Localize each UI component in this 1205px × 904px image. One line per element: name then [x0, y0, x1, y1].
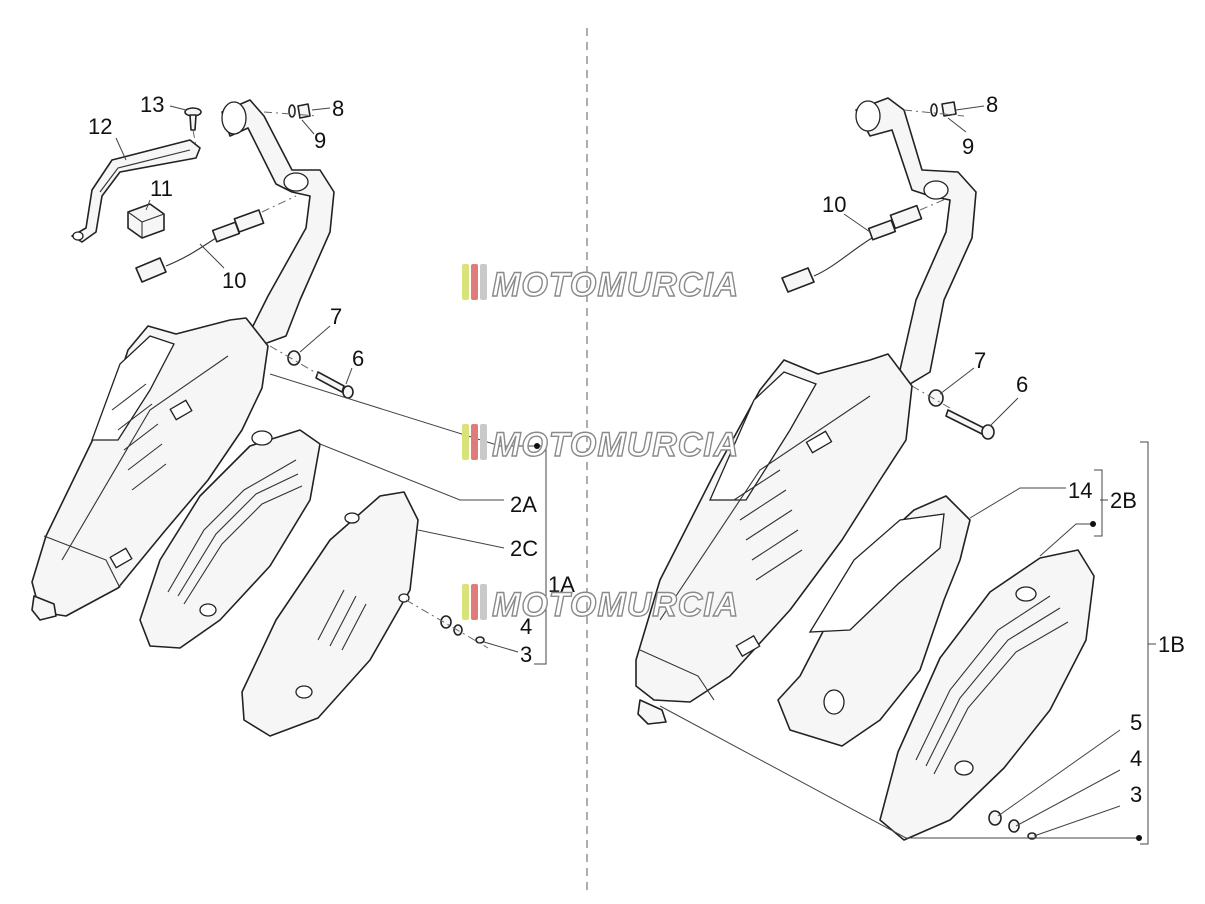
gasket-part-14 — [777, 495, 971, 747]
label-7: 7 — [330, 304, 342, 329]
watermark-1: MOTOMURCIA — [462, 264, 739, 305]
label-11: 11 — [150, 176, 173, 201]
left-part-labels: 13 12 8 9 11 10 7 6 2A 2C 1A 4 3 — [88, 92, 575, 667]
label-2A: 2A — [510, 492, 537, 517]
label-13: 13 — [140, 92, 164, 117]
rubber-block-part-11 — [127, 203, 165, 239]
bullet-2A — [534, 443, 540, 449]
manifold-pipe-right — [855, 97, 977, 385]
watermark-text: MOTOMURCIA — [492, 586, 739, 624]
bracket-part-12 — [71, 139, 201, 243]
heat-shield-right — [879, 549, 1095, 841]
bullet-1B — [1136, 835, 1142, 841]
label-9: 9 — [314, 128, 326, 153]
left-exhaust-group: 13 12 8 9 11 10 7 6 2A 2C 1A 4 3 — [31, 92, 575, 737]
label-2B: 2B — [1110, 488, 1137, 513]
watermark-stripe — [462, 264, 469, 300]
right-part-labels: 8 9 10 7 6 14 2B 1B 5 4 3 — [822, 92, 1185, 807]
label-1A: 1A — [548, 572, 575, 597]
washer-bolt-part-6-7-right — [911, 385, 995, 440]
watermark-stripe — [471, 264, 478, 300]
label-1B: 1B — [1158, 632, 1185, 657]
label-4: 4 — [520, 614, 532, 639]
label-14: 14 — [1068, 478, 1092, 503]
label-8: 8 — [332, 96, 344, 121]
watermark-stripe — [480, 424, 487, 460]
muffler-right — [635, 353, 913, 725]
screw-part-13 — [184, 107, 202, 147]
screw-washer-part-3-4-5 — [988, 810, 1037, 840]
label-12: 12 — [88, 114, 112, 139]
watermark-stripe — [471, 584, 478, 620]
label-5-right: 5 — [1130, 710, 1142, 735]
right-exhaust-group: 8 9 10 7 6 14 2B 1B 5 4 3 — [635, 92, 1185, 845]
washer-bolt-part-6-7 — [269, 345, 354, 399]
label-4-right: 4 — [1130, 746, 1142, 771]
heat-shield-inner-2A — [139, 429, 321, 649]
watermark-3: MOTOMURCIA — [462, 584, 739, 625]
nut-washer-part-8-9 — [263, 103, 319, 119]
bullet-2B — [1090, 521, 1096, 527]
screw-washer-part-3-4 — [405, 599, 489, 649]
right-leader-lines — [659, 105, 1156, 845]
label-6-right: 6 — [1016, 372, 1028, 397]
watermark-text: MOTOMURCIA — [492, 426, 739, 464]
watermark-text: MOTOMURCIA — [492, 266, 739, 304]
label-10: 10 — [222, 268, 246, 293]
label-9-right: 9 — [962, 134, 974, 159]
watermark-stripe — [480, 264, 487, 300]
nut-washer-part-8-9-right — [903, 101, 965, 117]
heat-shield-outer-2C — [241, 491, 419, 737]
label-6: 6 — [352, 346, 364, 371]
watermark-stripe — [471, 424, 478, 460]
label-3-right: 3 — [1130, 782, 1142, 807]
lambda-sensor-part-10 — [135, 195, 297, 283]
watermark-stripe — [480, 584, 487, 620]
watermark-stripe — [462, 584, 469, 620]
muffler-left — [31, 317, 269, 621]
left-leader-lines — [115, 105, 547, 665]
label-2C: 2C — [510, 536, 538, 561]
watermark-2: MOTOMURCIA — [462, 424, 739, 465]
watermark-stripe — [462, 424, 469, 460]
label-8-right: 8 — [986, 92, 998, 117]
label-10-right: 10 — [822, 192, 846, 217]
label-3: 3 — [520, 642, 532, 667]
label-7-right: 7 — [974, 348, 986, 373]
lambda-sensor-part-10-right — [781, 197, 949, 293]
